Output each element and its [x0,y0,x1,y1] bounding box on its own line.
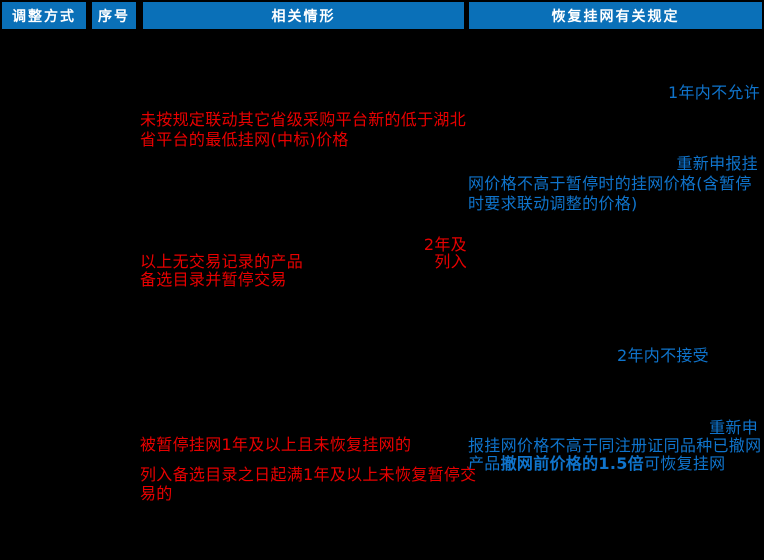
header-cell-restore-rule: 恢复挂网有关规定 [469,2,762,29]
rule2-line1: 重新申报挂 [676,154,758,173]
rule4-line3-bold-price-multiple: 撤网前价格的1.5倍 [500,454,644,473]
situation2-frag-2years: 2年及 [423,235,467,254]
rule4-line3-prefix: 产品 [468,454,501,473]
situation1-line2: 省平台的最低挂网(中标)价格 [140,130,349,149]
situation4-line2: 易的 [140,484,173,503]
situation1-line1: 未按规定联动其它省级采购平台新的低于湖北 [140,110,467,129]
header-cell-related-situation: 相关情形 [143,2,464,29]
situation4-line1: 列入备选目录之日起满1年及以上未恢复暂停交 [140,465,477,484]
rule-not-accepted-2yr: 2年内不接受 [617,346,709,365]
rule2-line3: 时要求联动调整的价格) [468,194,638,213]
rule2-line2: 网价格不高于暂停时的挂网价格(含暂停 [468,174,752,193]
situation2-line2: 备选目录并暂停交易 [140,270,287,289]
rule4-line1: 重新申 [709,418,758,437]
rule4-line3-suffix: 可恢复挂网 [643,454,726,473]
header-cell-serial-number: 序号 [92,2,136,29]
rule-not-allowed-1yr: 1年内不允许 [668,83,760,102]
situation2-frag-listed: 列入 [434,252,467,271]
rule4-line3: 产品撤网前价格的1.5倍可恢复挂网 [468,456,725,472]
header-cell-adjust-method: 调整方式 [2,2,86,29]
rule4-line2: 报挂网价格不高于同注册证同品种已撤网 [468,436,762,455]
situation3-line: 被暂停挂网1年及以上且未恢复挂网的 [140,435,412,454]
situation2-line1: 以上无交易记录的产品 [140,252,304,271]
